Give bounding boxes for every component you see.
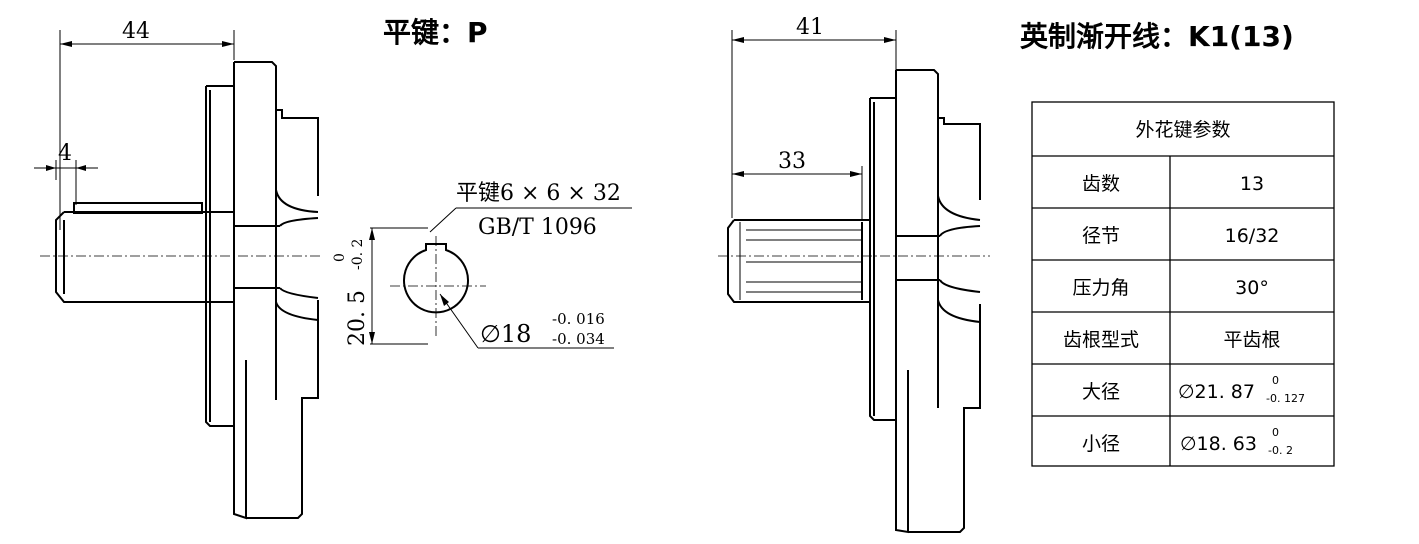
right-flange [869, 69, 981, 534]
key-callout: 平键6 × 6 × 32 GB/T 1096 [429, 181, 632, 240]
table-row-value: ∅21. 87 [1178, 381, 1255, 403]
table-row-tol-lower: -0. 127 [1266, 392, 1305, 405]
tol-diameter-lower: -0. 034 [552, 330, 605, 348]
dim-keyway-lower: -0. 2 [350, 239, 366, 270]
left-flange [205, 61, 319, 520]
dim-41-label: 41 [796, 15, 824, 40]
table-row-tol-upper: 0 [1272, 374, 1279, 387]
table-row-label: 压力角 [1072, 277, 1129, 299]
key-callout-line1: 平键6 × 6 × 32 [456, 181, 621, 206]
table-row-label: 齿根型式 [1063, 329, 1139, 351]
dim-overall-left: 44 [59, 19, 235, 230]
right-title: 英制渐开线：K1(13) [1020, 20, 1294, 53]
left-shaft-drawing: 平键：P 44 4 [34, 16, 632, 520]
table-row-tol-upper: 0 [1272, 426, 1279, 439]
right-spline-drawing: 英制渐开线：K1(13) 41 33 [718, 15, 1335, 534]
table-header: 外花键参数 [1135, 119, 1230, 141]
table-row-value: ∅18. 63 [1180, 433, 1257, 455]
right-spline-shaft [718, 219, 990, 303]
table-row-label: 齿数 [1082, 173, 1120, 195]
dim-keyway-upper: 0 [332, 253, 348, 262]
table-row-value: 平齿根 [1223, 329, 1280, 351]
table-row-value: 13 [1240, 173, 1264, 195]
spline-parameter-table: 外花键参数 齿数 13 径节 16/32 压力角 30° 齿根型式 平齿根 大径… [1031, 101, 1335, 467]
dim-step-left: 4 [34, 141, 98, 205]
table-row-label: 小径 [1082, 433, 1120, 455]
dim-overall-right: 41 [731, 15, 897, 218]
table-row-value: 16/32 [1225, 225, 1280, 247]
dim-4-label: 4 [58, 141, 72, 166]
table-row-tol-lower: -0. 2 [1268, 444, 1293, 457]
dim-keyway-main: 20. 5 [345, 290, 370, 346]
table-row-value: 30° [1235, 277, 1269, 299]
dim-33-label: 33 [778, 149, 806, 174]
table-row-label: 径节 [1082, 225, 1120, 247]
dim-spline-right: 33 [732, 149, 863, 220]
dim-diameter: ∅18 [480, 320, 531, 348]
left-title: 平键：P [383, 16, 488, 49]
shaft-section-view: 20. 5 0 -0. 2 ∅18 -0. 016 -0. 034 [332, 227, 614, 349]
dim-44-label: 44 [122, 19, 150, 44]
tol-diameter-upper: -0. 016 [552, 310, 605, 328]
table-row-label: 大径 [1082, 381, 1120, 403]
key-callout-line2: GB/T 1096 [478, 215, 597, 240]
